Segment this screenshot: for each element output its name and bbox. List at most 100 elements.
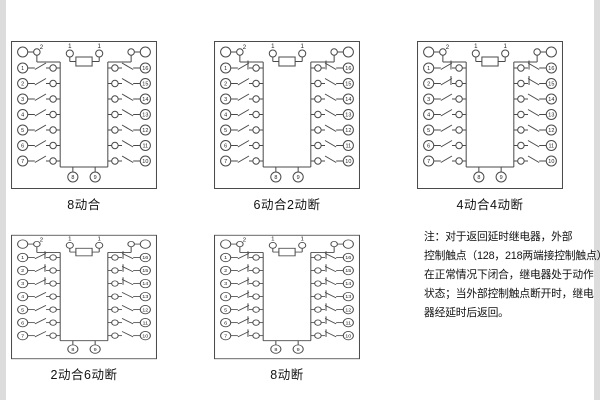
- svg-text:11: 11: [345, 144, 351, 150]
- svg-text:14: 14: [142, 97, 148, 103]
- svg-text:5: 5: [21, 308, 24, 313]
- svg-text:13: 13: [345, 113, 351, 119]
- svg-text:11: 11: [142, 321, 148, 326]
- socket-border: [214, 41, 360, 189]
- svg-text:4: 4: [21, 113, 24, 119]
- svg-text:9: 9: [297, 175, 300, 181]
- svg-text:13: 13: [548, 113, 554, 119]
- svg-text:5: 5: [427, 128, 430, 134]
- svg-text:7: 7: [427, 159, 430, 165]
- svg-text:9: 9: [94, 347, 97, 352]
- svg-text:5: 5: [21, 128, 24, 134]
- svg-text:2: 2: [427, 82, 430, 88]
- svg-text:2: 2: [446, 45, 450, 51]
- svg-text:14: 14: [345, 97, 351, 103]
- coil-and-top-terminals: 2 1 1: [220, 237, 354, 257]
- svg-text:16: 16: [345, 66, 351, 72]
- svg-text:16: 16: [142, 256, 148, 261]
- svg-text:10: 10: [142, 334, 148, 339]
- diagram-caption: 8动断: [270, 368, 304, 382]
- svg-text:6: 6: [224, 321, 227, 326]
- svg-text:1: 1: [474, 44, 478, 50]
- svg-text:15: 15: [548, 82, 554, 88]
- diagram-caption: 2动合6动断: [50, 368, 118, 382]
- svg-text:9: 9: [500, 175, 503, 181]
- svg-text:7: 7: [224, 334, 227, 339]
- svg-text:13: 13: [345, 295, 351, 300]
- svg-text:4: 4: [224, 295, 227, 300]
- svg-text:16: 16: [345, 256, 351, 261]
- svg-text:8: 8: [477, 175, 480, 181]
- bus-lines: [262, 62, 312, 168]
- svg-text:1: 1: [98, 237, 101, 242]
- svg-text:2: 2: [21, 269, 24, 274]
- svg-text:1: 1: [224, 256, 227, 261]
- svg-text:6: 6: [21, 321, 24, 326]
- note-line: 在正常情况下闭合，继电器处于动作: [424, 269, 594, 281]
- svg-text:9: 9: [297, 347, 300, 352]
- svg-text:11: 11: [142, 144, 148, 150]
- svg-text:1: 1: [98, 44, 102, 50]
- note-line: 注：对于返回延时继电器，外部: [424, 231, 573, 243]
- svg-text:1: 1: [68, 237, 71, 242]
- svg-text:1: 1: [68, 44, 72, 50]
- diagram-caption: 8动合: [67, 198, 101, 212]
- svg-text:13: 13: [142, 113, 148, 119]
- bus-lines: [262, 252, 312, 342]
- svg-text:1: 1: [224, 66, 227, 72]
- svg-text:1: 1: [21, 256, 24, 261]
- svg-text:8: 8: [274, 347, 277, 352]
- svg-text:12: 12: [345, 128, 351, 134]
- bus-lines: [59, 252, 109, 342]
- svg-text:10: 10: [548, 159, 554, 165]
- svg-text:7: 7: [21, 334, 24, 339]
- svg-text:10: 10: [345, 334, 351, 339]
- svg-text:12: 12: [548, 128, 554, 134]
- svg-text:11: 11: [345, 321, 351, 326]
- svg-text:1: 1: [301, 237, 304, 242]
- svg-text:15: 15: [345, 269, 351, 274]
- svg-text:8: 8: [71, 175, 74, 181]
- socket-border: [11, 234, 157, 360]
- svg-text:4: 4: [21, 295, 24, 300]
- diagram-caption: 6动合2动断: [253, 198, 321, 212]
- svg-text:1: 1: [271, 44, 275, 50]
- svg-text:10: 10: [345, 159, 351, 165]
- svg-text:12: 12: [345, 308, 351, 313]
- svg-text:2: 2: [243, 238, 246, 243]
- svg-text:3: 3: [21, 97, 24, 103]
- svg-text:7: 7: [21, 159, 24, 165]
- diagram-caption: 4动合4动断: [456, 198, 524, 212]
- svg-text:2: 2: [40, 238, 43, 243]
- svg-text:2: 2: [243, 45, 247, 51]
- svg-text:5: 5: [224, 308, 227, 313]
- svg-text:2: 2: [224, 269, 227, 274]
- bus-lines: [465, 62, 515, 168]
- svg-text:16: 16: [142, 66, 148, 72]
- socket-border: [11, 41, 157, 189]
- coil-and-top-terminals: 2 1 1: [423, 44, 557, 67]
- svg-text:1: 1: [504, 44, 508, 50]
- note-line: 状态；当外部控制触点断开时，继电: [424, 288, 594, 300]
- svg-text:6: 6: [224, 144, 227, 150]
- svg-text:12: 12: [142, 308, 148, 313]
- svg-text:14: 14: [345, 282, 351, 287]
- svg-text:15: 15: [142, 82, 148, 88]
- svg-text:1: 1: [271, 237, 274, 242]
- svg-text:4: 4: [427, 113, 430, 119]
